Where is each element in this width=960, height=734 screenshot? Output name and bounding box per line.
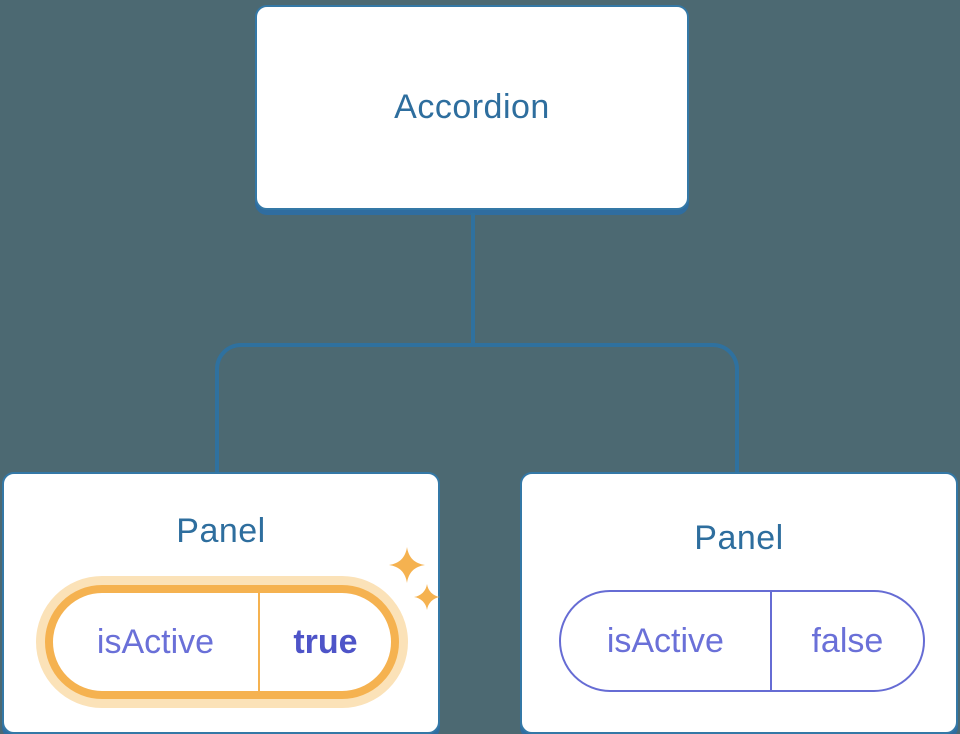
panel-label: Panel <box>694 519 784 557</box>
panel-label: Panel <box>176 512 266 550</box>
connector-stem <box>471 213 475 347</box>
isactive-pill-inactive: isActive false <box>559 590 925 692</box>
panel-node-active: Panel isActive true <box>2 472 440 734</box>
pill-divider <box>769 592 772 690</box>
sparkles-icon <box>389 547 440 610</box>
panel-node-inactive: Panel isActive false <box>520 472 958 734</box>
isactive-pill-active: isActive true <box>45 585 399 699</box>
sparkle-small-icon <box>414 584 440 610</box>
pill-divider <box>257 593 260 691</box>
accordion-node: Accordion <box>255 5 689 210</box>
prop-value-cell: false <box>811 621 884 660</box>
prop-value-cell: true <box>293 622 358 661</box>
connector-branch <box>215 343 739 472</box>
prop-name-cell: isActive <box>606 621 724 660</box>
prop-name-cell: isActive <box>96 622 215 661</box>
accordion-label: Accordion <box>394 88 550 126</box>
sparkle-large-icon <box>389 547 425 583</box>
